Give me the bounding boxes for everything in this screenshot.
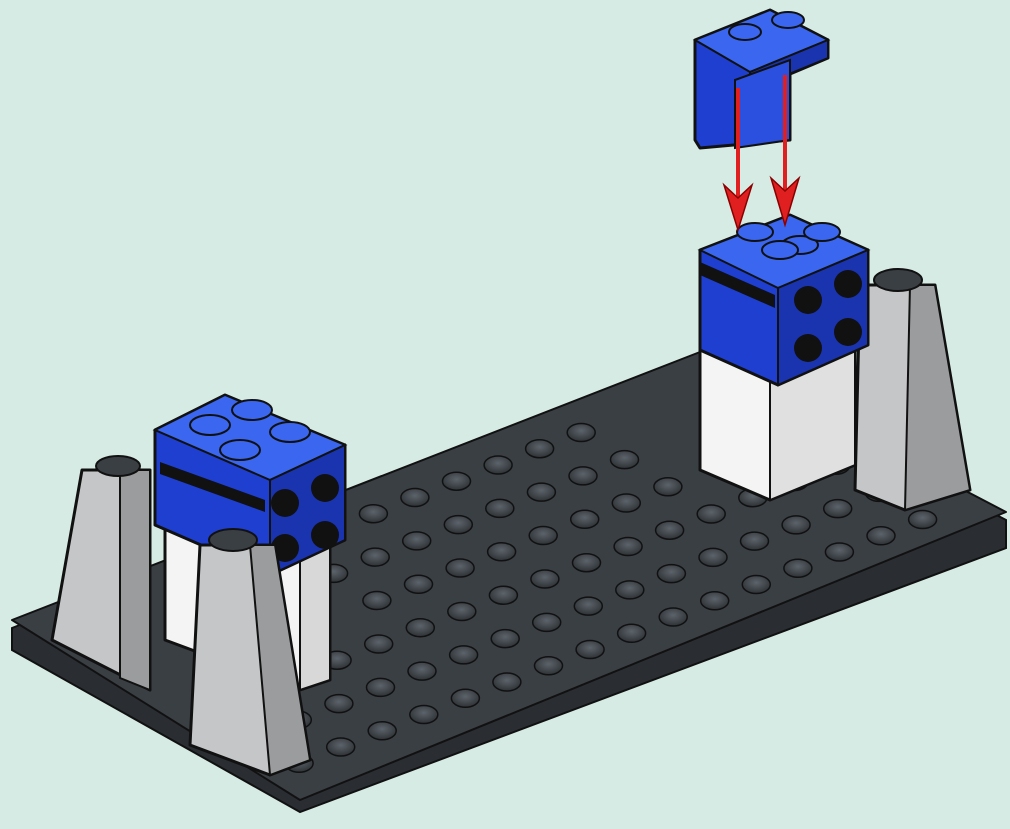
baseplate-stud <box>616 581 644 599</box>
baseplate-stud <box>611 451 639 469</box>
right-support-back <box>855 269 970 510</box>
baseplate-stud <box>535 657 563 675</box>
baseplate-stud <box>526 440 554 458</box>
baseplate-stud <box>327 738 355 756</box>
baseplate-stud <box>656 521 684 539</box>
baseplate-stud <box>784 559 812 577</box>
baseplate-stud <box>574 597 602 615</box>
baseplate-stud <box>741 532 769 550</box>
baseplate-stud <box>488 543 516 561</box>
baseplate-stud <box>443 472 471 490</box>
baseplate-stud <box>867 527 895 545</box>
baseplate-stud <box>824 500 852 518</box>
baseplate-stud <box>408 662 436 680</box>
baseplate-stud <box>533 613 561 631</box>
baseplate-stud <box>569 467 597 485</box>
baseplate-stud <box>576 641 604 659</box>
baseplate-stud <box>486 499 514 517</box>
baseplate-stud <box>573 554 601 572</box>
baseplate-stud <box>571 510 599 528</box>
baseplate-stud <box>450 646 478 664</box>
baseplate-stud <box>782 516 810 534</box>
baseplate-stud <box>742 576 770 594</box>
baseplate-stud <box>368 722 396 740</box>
incoming-blue-bracket <box>695 10 828 148</box>
baseplate-stud <box>618 624 646 642</box>
baseplate-stud <box>531 570 559 588</box>
baseplate-stud <box>567 424 595 442</box>
baseplate-stud <box>659 608 687 626</box>
baseplate-stud <box>365 635 393 653</box>
baseplate-stud <box>448 603 476 621</box>
baseplate-stud <box>654 478 682 496</box>
baseplate-stud <box>612 494 640 512</box>
baseplate-stud <box>699 548 727 566</box>
baseplate-stud <box>359 505 387 523</box>
baseplate-stud <box>529 527 557 545</box>
baseplate-stud <box>406 619 434 637</box>
baseplate-stud <box>410 706 438 724</box>
baseplate-stud <box>401 489 429 507</box>
baseplate-stud <box>325 695 353 713</box>
baseplate-stud <box>451 689 479 707</box>
baseplate-stud <box>527 483 555 501</box>
baseplate-stud <box>697 505 725 523</box>
baseplate-stud <box>363 592 391 610</box>
baseplate-stud <box>484 456 512 474</box>
baseplate-stud <box>909 511 937 529</box>
baseplate-stud <box>367 678 395 696</box>
baseplate-stud <box>444 516 472 534</box>
baseplate-stud <box>657 565 685 583</box>
baseplate-stud <box>825 543 853 561</box>
baseplate-stud <box>489 586 517 604</box>
baseplate-stud <box>493 673 521 691</box>
baseplate-stud <box>614 538 642 556</box>
baseplate-stud <box>361 548 389 566</box>
baseplate-stud <box>403 532 431 550</box>
baseplate-stud <box>701 592 729 610</box>
baseplate-stud <box>491 630 519 648</box>
baseplate-stud <box>405 575 433 593</box>
baseplate-stud <box>446 559 474 577</box>
